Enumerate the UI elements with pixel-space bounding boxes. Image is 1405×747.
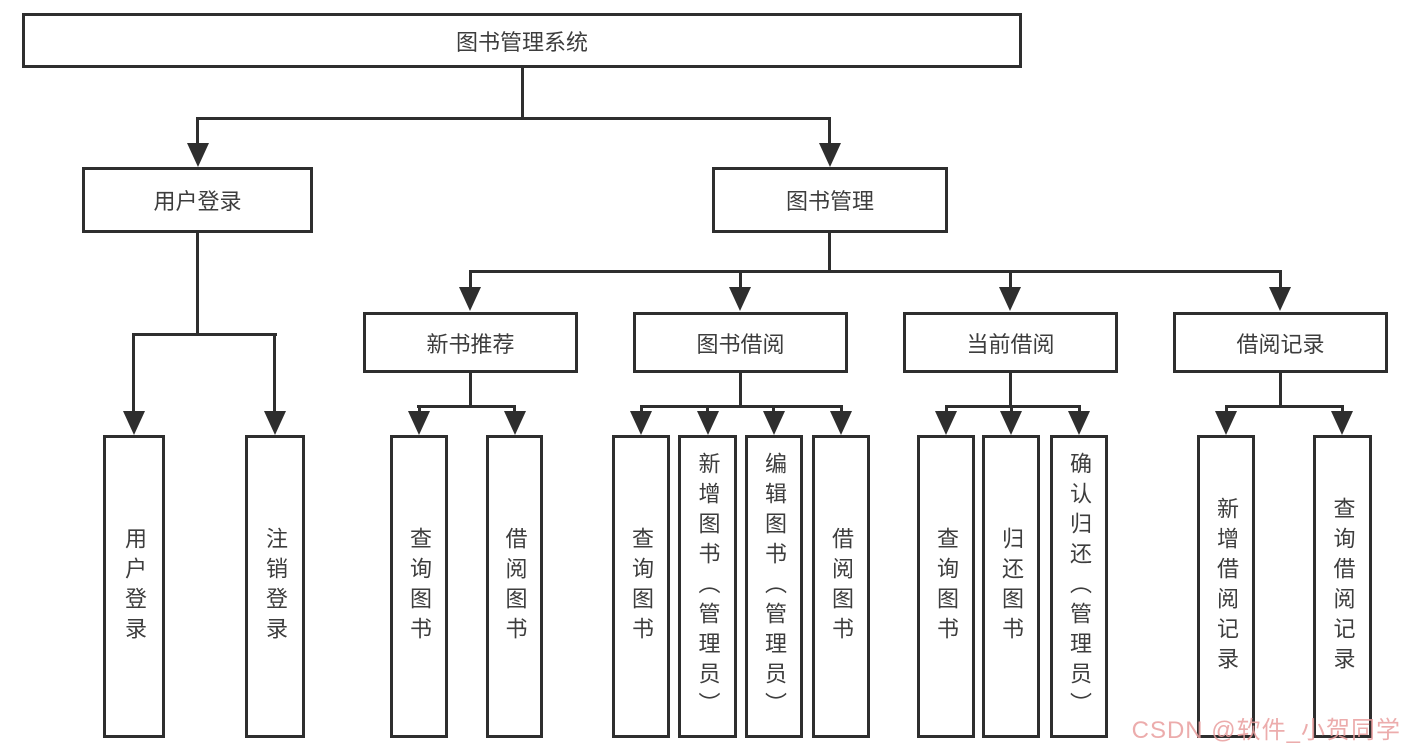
node-library-management-system: 图书管理系统 xyxy=(22,13,1022,68)
arrow-down-icon xyxy=(459,287,481,311)
connector-arrow-stem xyxy=(418,405,421,415)
leaf-add-book-admin-label: 新增图书（管理员） xyxy=(695,451,721,722)
connector-arrow-stem xyxy=(1010,405,1013,415)
connector-book-borrow-stem xyxy=(739,373,742,408)
leaf-edit-book-admin-label: 编辑图书（管理员） xyxy=(762,451,787,722)
connector-arrow-stem xyxy=(1341,405,1344,415)
arrow-down-icon xyxy=(729,287,751,311)
connector-arrow-stem xyxy=(945,405,948,415)
leaf-borrow-books-1-label: 借阅图书 xyxy=(502,526,528,647)
connector-arrow-stem xyxy=(706,405,709,415)
connector-arrow-stem xyxy=(513,405,516,415)
leaf-borrow-books-2: 借阅图书 xyxy=(812,435,870,738)
leaf-add-borrow-record-label: 新增借阅记录 xyxy=(1214,496,1239,677)
connector-level1-hline xyxy=(196,117,831,120)
leaf-query-books-3: 查询图书 xyxy=(917,435,975,738)
node-new-book-recommend: 新书推荐 xyxy=(363,312,578,373)
connector-arrow-stem xyxy=(273,333,276,411)
arrow-down-icon xyxy=(1068,411,1090,435)
connector-borrow-records-stem xyxy=(1279,373,1282,408)
arrow-down-icon xyxy=(123,411,145,435)
arrow-down-icon xyxy=(504,411,526,435)
arrow-down-icon xyxy=(1215,411,1237,435)
arrow-down-icon xyxy=(935,411,957,435)
leaf-query-books-3-label: 查询图书 xyxy=(934,526,959,647)
connector-current-borrow-hline xyxy=(945,405,1081,408)
connector-new-book-stem xyxy=(469,373,472,408)
csdn-watermark: CSDN @软件_小贺同学 xyxy=(1131,717,1401,744)
connector-arrow-stem xyxy=(1009,270,1012,289)
leaf-return-book-label: 归还图书 xyxy=(999,526,1024,647)
node-book-borrow: 图书借阅 xyxy=(633,312,848,373)
node-current-borrow: 当前借阅 xyxy=(903,312,1118,373)
node-user-login: 用户登录 xyxy=(82,167,313,233)
arrow-down-icon xyxy=(264,411,286,435)
leaf-query-borrow-record-label: 查询借阅记录 xyxy=(1330,496,1356,677)
connector-arrow-stem xyxy=(132,333,135,411)
connector-arrow-stem xyxy=(772,405,775,415)
leaf-add-borrow-record: 新增借阅记录 xyxy=(1197,435,1255,738)
connector-arrow-stem xyxy=(1279,270,1282,289)
leaf-confirm-return-admin: 确认归还（管理员） xyxy=(1050,435,1108,738)
node-book-management: 图书管理 xyxy=(712,167,948,233)
leaf-borrow-books-2-label: 借阅图书 xyxy=(829,526,854,647)
connector-user-login-hline xyxy=(132,333,277,336)
arrow-down-icon xyxy=(763,411,785,435)
leaf-query-books-1-label: 查询图书 xyxy=(407,526,432,647)
connector-book-borrow-hline xyxy=(640,405,843,408)
connector-borrow-records-hline xyxy=(1225,405,1344,408)
connector-arrow-stem xyxy=(196,117,199,145)
connector-arrow-stem xyxy=(640,405,643,415)
arrow-down-icon xyxy=(999,287,1021,311)
leaf-user-login: 用户登录 xyxy=(103,435,165,738)
connector-arrow-stem xyxy=(1225,405,1228,415)
leaf-confirm-return-admin-label: 确认归还（管理员） xyxy=(1067,451,1092,722)
node-borrow-records: 借阅记录 xyxy=(1173,312,1388,373)
connector-root-stem xyxy=(521,68,524,120)
leaf-logout: 注销登录 xyxy=(245,435,305,738)
connector-level3-hline xyxy=(469,270,1282,273)
connector-arrow-stem xyxy=(1078,405,1081,415)
leaf-query-books-1: 查询图书 xyxy=(390,435,448,738)
leaf-return-book: 归还图书 xyxy=(982,435,1040,738)
arrow-down-icon xyxy=(830,411,852,435)
leaf-borrow-books-1: 借阅图书 xyxy=(486,435,543,738)
leaf-query-books-2-label: 查询图书 xyxy=(629,526,654,647)
connector-arrow-stem xyxy=(739,270,742,289)
connector-user-login-stem xyxy=(196,233,199,336)
connector-arrow-stem xyxy=(840,405,843,415)
leaf-logout-label: 注销登录 xyxy=(263,526,288,647)
leaf-edit-book-admin: 编辑图书（管理员） xyxy=(745,435,803,738)
leaf-query-books-2: 查询图书 xyxy=(612,435,670,738)
arrow-down-icon xyxy=(697,411,719,435)
leaf-add-book-admin: 新增图书（管理员） xyxy=(678,435,737,738)
arrow-down-icon xyxy=(408,411,430,435)
connector-new-book-hline xyxy=(417,405,516,408)
arrow-down-icon xyxy=(630,411,652,435)
arrow-down-icon xyxy=(1331,411,1353,435)
connector-current-borrow-stem xyxy=(1009,373,1012,408)
arrow-down-icon xyxy=(819,143,841,167)
leaf-user-login-label: 用户登录 xyxy=(122,526,147,647)
arrow-down-icon xyxy=(1269,287,1291,311)
connector-arrow-stem xyxy=(828,117,831,145)
connector-book-mgmt-stem xyxy=(828,233,831,273)
arrow-down-icon xyxy=(1000,411,1022,435)
connector-arrow-stem xyxy=(469,270,472,289)
leaf-query-borrow-record: 查询借阅记录 xyxy=(1313,435,1372,738)
arrow-down-icon xyxy=(187,143,209,167)
